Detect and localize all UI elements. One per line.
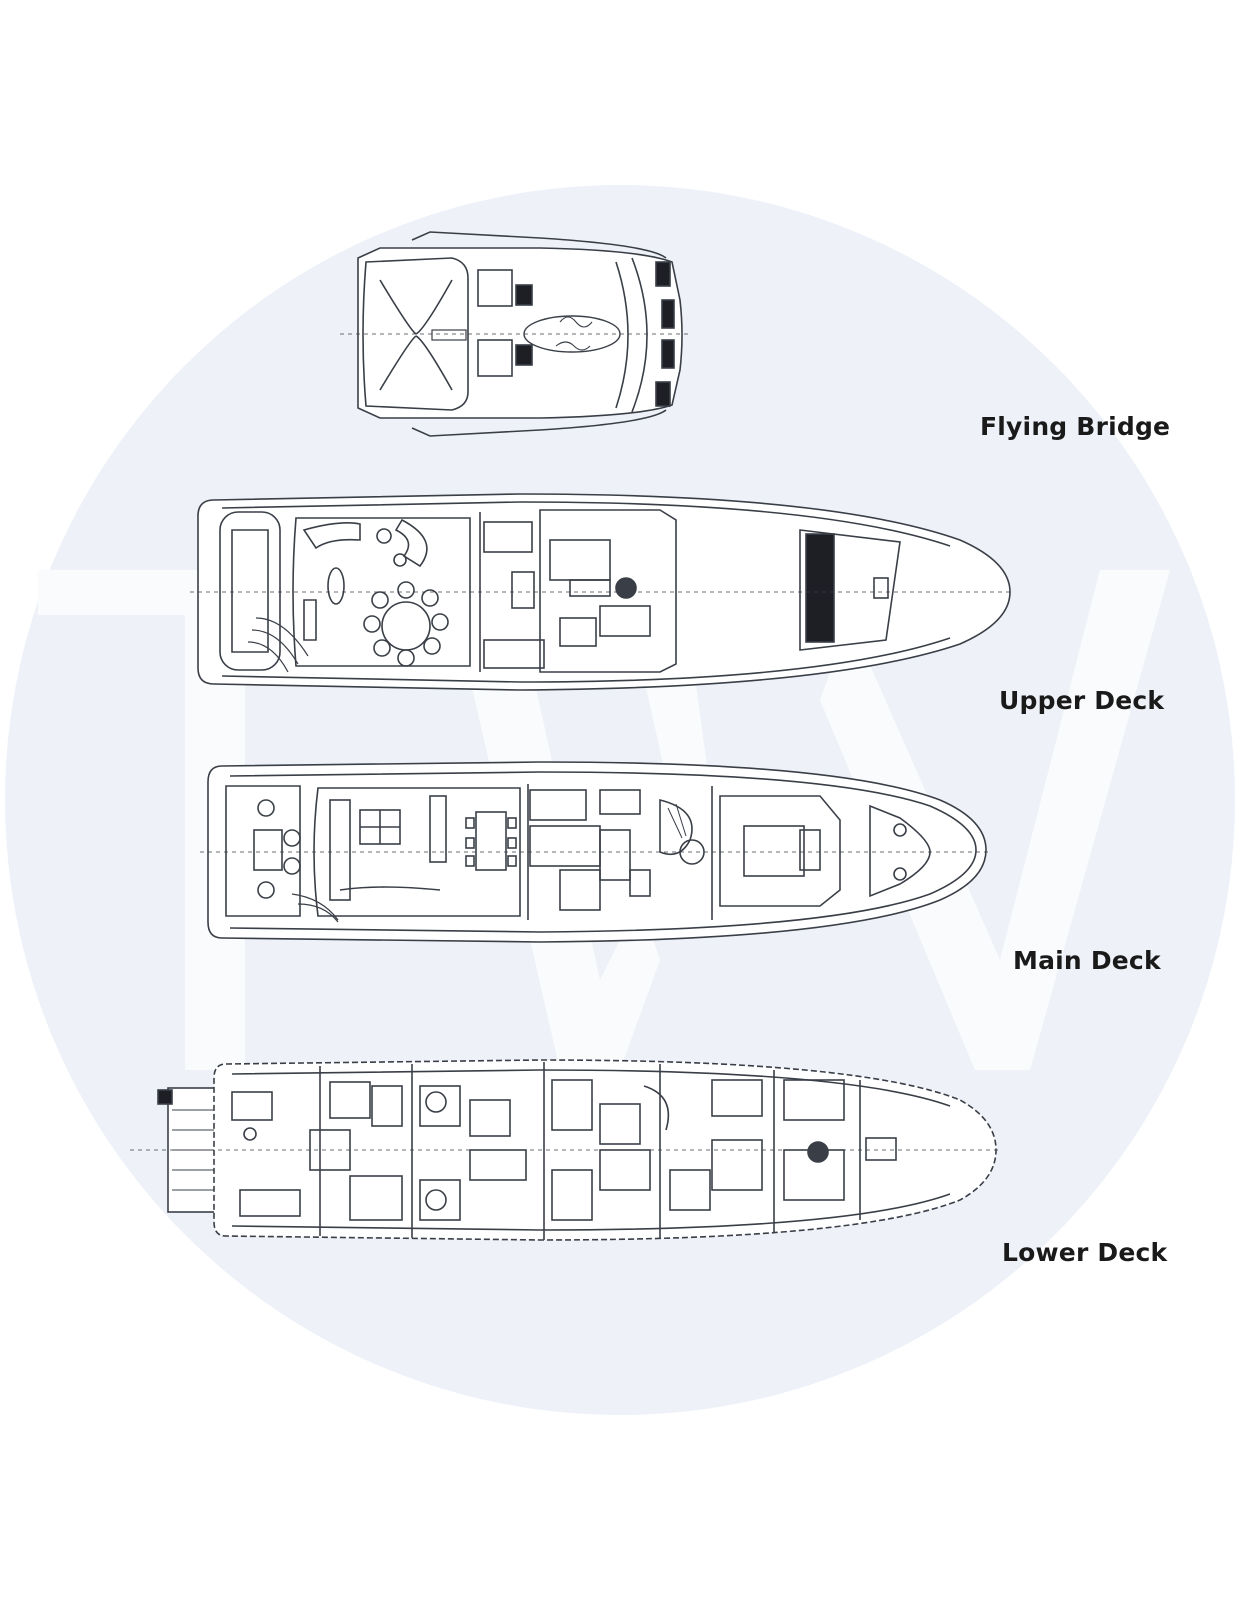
- deck-label-upper-deck: Upper Deck: [999, 686, 1165, 715]
- upper-deck-windscreen: [805, 533, 835, 643]
- deck-label-lower-deck: Lower Deck: [1002, 1238, 1168, 1267]
- deck-label-main-deck: Main Deck: [1013, 946, 1161, 975]
- deck-label-flying-bridge: Flying Bridge: [980, 412, 1171, 441]
- main-deck-dining-table: [475, 811, 507, 871]
- main-deck-plan: [200, 761, 990, 943]
- flying-bridge-plan: [340, 231, 690, 437]
- upper-deck-plan: [190, 493, 1011, 691]
- lower-deck-plan: [130, 1059, 1000, 1241]
